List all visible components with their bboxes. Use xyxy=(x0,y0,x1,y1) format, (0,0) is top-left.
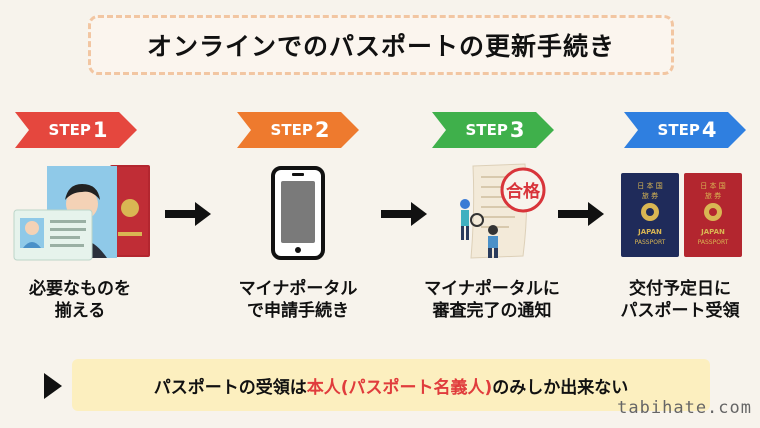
step-2-caption-line2: で申請手続き xyxy=(247,301,349,321)
note-banner: パスポートの受領は本人(パスポート名義人)のみしか出来ない xyxy=(72,359,710,411)
step-4-caption-line1: 交付予定日に xyxy=(629,279,731,299)
title-banner: オンラインでのパスポートの更新手続き xyxy=(88,15,674,75)
step-1-label: STEP xyxy=(48,121,91,139)
step-1-caption: 必要なものを 揃える xyxy=(5,278,155,322)
arrow-right-icon xyxy=(165,200,213,228)
passport-jp-line1: 日 本 国 xyxy=(637,181,662,190)
step-4-caption: 交付予定日に パスポート受領 xyxy=(605,278,755,322)
note-highlight: 本人(パスポート名義人) xyxy=(306,377,493,398)
step-1-number: 1 xyxy=(92,118,108,142)
passport-jp-line2: 旅 券 xyxy=(642,191,658,200)
step-2-label: STEP xyxy=(270,121,313,139)
arrow-right-icon xyxy=(558,200,606,228)
step-4-label: STEP xyxy=(657,121,700,139)
approval-document-illustration: 合格 xyxy=(455,160,547,260)
step-3-caption-line1: マイナポータルに xyxy=(424,279,560,299)
step-2-number: 2 xyxy=(314,118,330,142)
passport-country: JAPAN xyxy=(700,228,725,236)
step-1-caption-line2: 揃える xyxy=(54,301,106,321)
stamp-text: 合格 xyxy=(506,181,541,202)
arrow-right-icon xyxy=(381,200,429,228)
note-text-part1: パスポートの受領は xyxy=(153,377,307,398)
triangle-bullet-icon xyxy=(42,371,64,401)
step-3-caption: マイナポータルに 審査完了の通知 xyxy=(417,278,567,322)
step-3-caption-line2: 審査完了の通知 xyxy=(432,301,552,321)
step-4-caption-line2: パスポート受領 xyxy=(620,301,740,321)
step-3-label: STEP xyxy=(465,121,508,139)
passport-type: PASSPORT xyxy=(635,239,666,246)
documents-illustration xyxy=(12,162,152,262)
passports-illustration: 日 本 国 旅 券 JAPAN PASSPORT 日 本 国 旅 券 JAPAN… xyxy=(620,170,744,260)
note-text-part2: のみしか出来ない xyxy=(492,377,629,398)
step-2-caption: マイナポータル で申請手続き xyxy=(223,278,373,322)
passport-jp-line2: 旅 券 xyxy=(705,191,721,200)
smartphone-icon xyxy=(270,165,326,261)
passport-country: JAPAN xyxy=(637,228,662,236)
step-3-number: 3 xyxy=(509,118,525,142)
page-title: オンラインでのパスポートの更新手続き xyxy=(146,32,615,61)
step-4-number: 4 xyxy=(701,118,717,142)
step-1-caption-line1: 必要なものを xyxy=(29,279,131,299)
passport-jp-line1: 日 本 国 xyxy=(700,181,725,190)
step-2-caption-line1: マイナポータル xyxy=(238,279,358,299)
website-watermark: tabihate.com xyxy=(617,398,752,418)
passport-type: PASSPORT xyxy=(698,239,729,246)
